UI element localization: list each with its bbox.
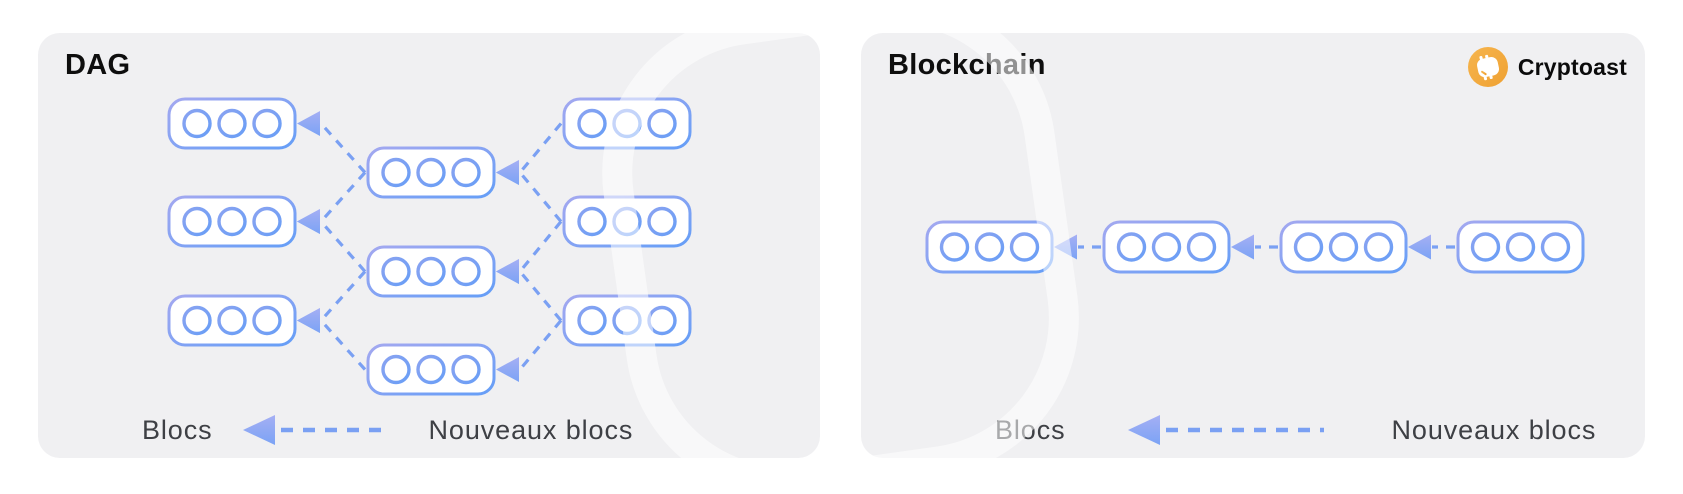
legend-blocks-label: Blocs [142,414,213,445]
blockchain-panel: Blockchain Cryptoast Blocs [861,33,1645,458]
edge-arrow [1231,234,1278,260]
block-node [366,245,496,298]
legend-left-arrow-icon [242,415,391,445]
edge-arrow [496,259,563,322]
block-node [366,343,496,396]
blockchain-diagram [925,220,1585,274]
dag-diagram [167,97,692,396]
edge-arrow [1408,234,1455,260]
edge-arrow [496,319,563,382]
block-node [1279,220,1408,274]
block-node [167,294,297,347]
block-node [1102,220,1231,274]
dag-panel-title: DAG [65,49,131,81]
edge-arrow [297,111,367,174]
block-node [1456,220,1585,274]
edge-arrow [297,209,367,273]
dag-legend: Blocs Nouveaux blocs [142,413,633,447]
legend-new-blocks-label: Nouveaux blocs [428,414,634,445]
block-node [167,195,297,248]
block-node [562,195,692,248]
edge-arrow [297,308,367,371]
block-node [366,146,496,199]
legend-new-blocks-label: Nouveaux blocs [1391,414,1597,445]
block-node [562,294,692,347]
cryptoast-brand-name: Cryptoast [1517,53,1627,80]
block-node [562,97,692,150]
cryptoast-brand: Cryptoast [1467,47,1627,87]
toast-coin-icon [1467,47,1508,87]
legend-blocks-label: Blocs [995,414,1066,445]
blockchain-legend: Blocs Nouveaux blocs [995,413,1596,447]
edge-arrow [496,160,563,223]
block-node [167,97,297,150]
legend-left-arrow-icon [1127,415,1324,445]
dag-panel: DAG Blocs Nouveaux blocs [38,33,820,458]
block-node [925,220,1054,274]
edge-arrow [1054,234,1101,260]
